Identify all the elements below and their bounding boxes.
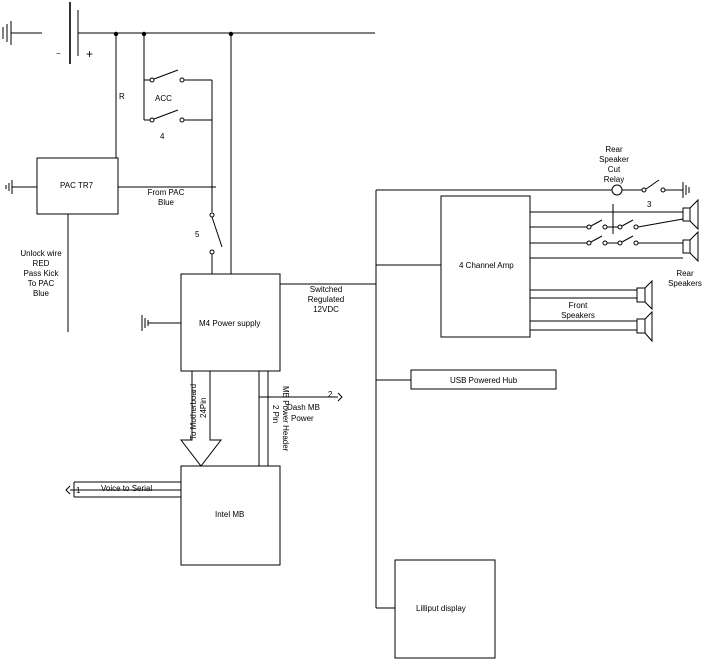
intel-mb-box (180, 465, 281, 566)
mb-power-header-label-1: MB Power Header (281, 386, 290, 452)
switched-line-2: Regulated (308, 295, 344, 304)
m4-power-supply-box (180, 273, 281, 372)
motherboard-cable-label-1: To Motherboard (189, 384, 198, 440)
usb-powered-hub: USB Powered Hub (410, 369, 557, 390)
battery-plus-label: + (86, 47, 93, 61)
front-speaker-wiring (530, 289, 637, 331)
switch-5: 5 (195, 212, 223, 274)
r-label: R (119, 92, 125, 101)
dash-mb-power-line-1: Dash MB (287, 403, 320, 412)
switched-line-3: 12VDC (313, 305, 339, 314)
unlock-wire-line-5: Blue (33, 289, 50, 298)
lilliput-display: Lilliput display (394, 559, 496, 659)
intel-mb: Intel MB 1 Voice to Serial (65, 465, 281, 566)
rear-speakers-label-1: Rear (676, 269, 694, 278)
pac-tr7: PAC TR7 Unlock wire RED Pass Kick To PAC… (5, 157, 216, 332)
front-speakers-label-2: Speakers (561, 311, 595, 320)
front-speaker-top (636, 279, 653, 311)
rear-speakers-label-2: Speakers (668, 279, 702, 288)
unlock-wire-line-2: RED (33, 259, 50, 268)
usb-hub-label: USB Powered Hub (450, 376, 518, 385)
unlock-wire-line-1: Unlock wire (20, 249, 62, 258)
motherboard-24pin-arrow: To Motherboard 24Pin (179, 370, 223, 467)
dash-mb-pin: 2 (328, 390, 333, 399)
rear-speaker-top (682, 198, 699, 231)
rear-speaker-bottom (682, 230, 699, 263)
unlock-wire-line-4: To PAC (28, 279, 55, 288)
relay-label-4: Relay (604, 175, 624, 184)
amp-label: 4 Channel Amp (459, 261, 514, 270)
voice-to-serial-pin: 1 (76, 486, 81, 495)
pac-tr7-label: PAC TR7 (60, 181, 94, 190)
motherboard-cable-label-2: 24Pin (199, 398, 208, 418)
m4-power-supply: M4 Power supply Switched Regulated 12VDC (141, 273, 376, 372)
rear-speaker-cut-relay: Rear Speaker Cut Relay 3 (599, 145, 690, 209)
unlock-wire-line-3: Pass Kick (23, 269, 59, 278)
m4-power-supply-label: M4 Power supply (199, 319, 260, 328)
intel-mb-label: Intel MB (215, 510, 244, 519)
acc-switch: ACC 4 (143, 34, 213, 212)
dash-mb-power-line-2: Power (291, 414, 314, 423)
from-pac-line-2: Blue (158, 198, 175, 207)
switched-line-1: Switched (310, 285, 342, 294)
voice-to-serial-label: Voice to Serial (101, 484, 152, 493)
front-speakers-label-1: Front (569, 301, 588, 310)
front-speaker-bottom (636, 310, 653, 343)
mb-power-header-label-2: 2 Pin (271, 405, 280, 423)
battery-minus-label: − (56, 49, 61, 58)
relay-label-1: Rear (605, 145, 623, 154)
switch-5-number: 5 (195, 230, 200, 239)
from-pac-line-1: From PAC (148, 188, 185, 197)
relay-label-2: Speaker (599, 155, 629, 164)
acc-label: ACC (155, 94, 172, 103)
four-channel-amp: 4 Channel Amp (440, 195, 531, 338)
relay-number: 3 (647, 200, 652, 209)
pac-tr7-box (36, 157, 119, 215)
relay-label-3: Cut (608, 165, 621, 174)
lilliput-box (394, 559, 496, 659)
usb-hub-box (410, 369, 557, 390)
amp-box (440, 195, 531, 338)
mb-power-header: 2 Dash MB Power MB Power Header 2 Pin (258, 371, 343, 466)
lilliput-label: Lilliput display (416, 604, 466, 613)
rear-speaker-wiring (530, 204, 684, 259)
acc-number: 4 (160, 132, 165, 141)
